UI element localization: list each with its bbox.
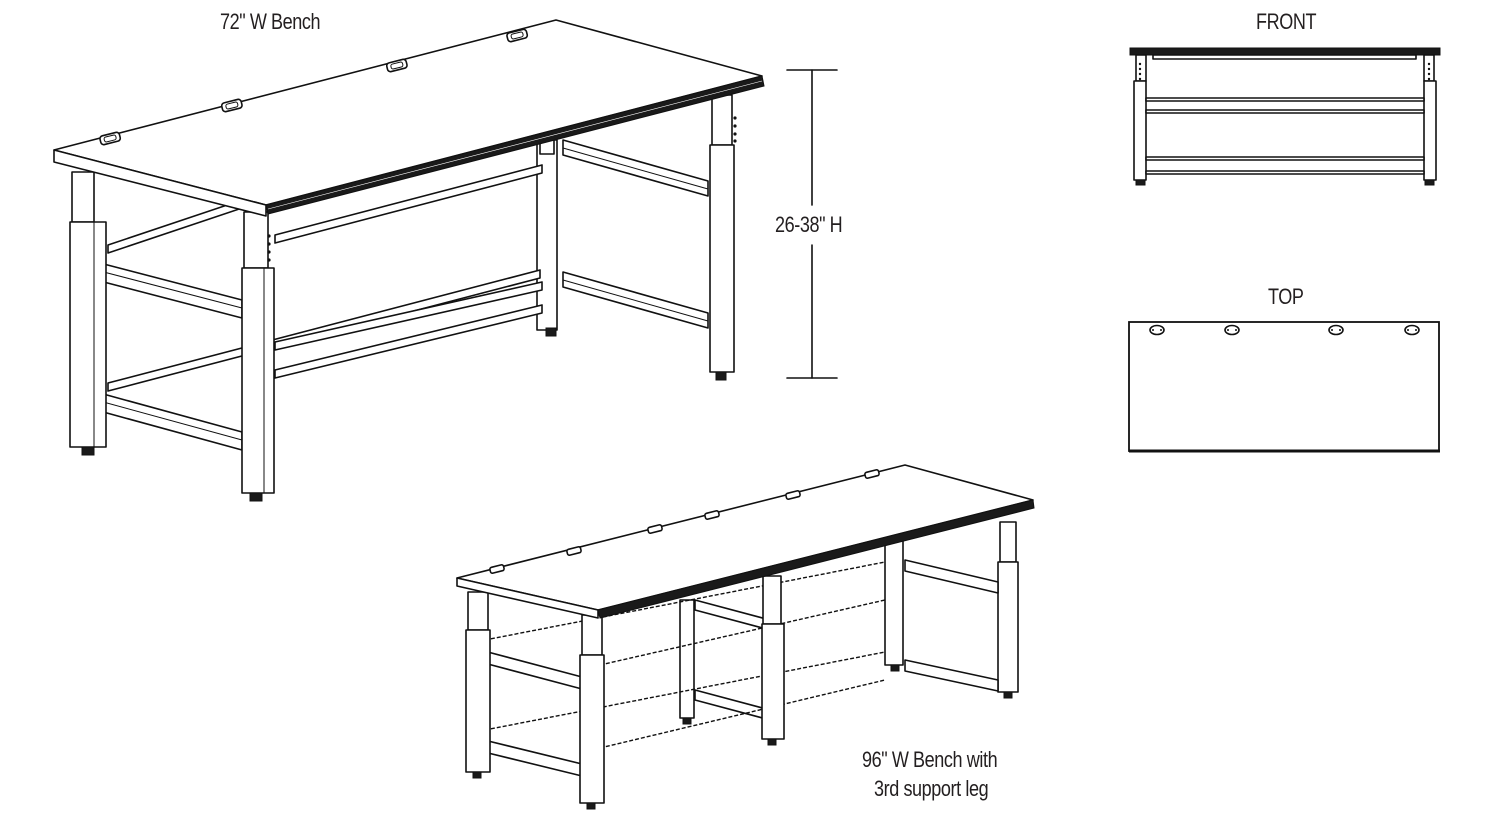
front-view	[1129, 47, 1441, 186]
front-view-label: FRONT	[1256, 9, 1317, 34]
bench-72-top	[53, 19, 765, 217]
front-left-leg	[69, 171, 107, 456]
grommet	[1149, 324, 1165, 336]
grommet	[1328, 324, 1344, 336]
grommet	[506, 28, 529, 43]
grommet	[864, 469, 880, 479]
front-right-leg	[241, 211, 275, 502]
grommet	[1224, 324, 1240, 336]
bench-96-label-line1: 96" W Bench with	[862, 747, 998, 772]
grommet	[704, 510, 720, 520]
grommet	[647, 524, 663, 534]
bench-72-isometric	[53, 19, 765, 502]
grommet	[489, 564, 505, 574]
bench-72-label: 72" W Bench	[220, 9, 321, 34]
height-dimension-line	[786, 69, 838, 379]
top-view-label: TOP	[1268, 284, 1304, 309]
bench-96-top	[456, 464, 1035, 619]
grommet	[385, 58, 408, 73]
grommet	[785, 490, 801, 500]
back-right-leg	[709, 94, 737, 381]
grommet	[220, 98, 243, 113]
grommet	[99, 131, 122, 146]
bench-96-isometric	[456, 464, 1035, 810]
top-view	[1128, 321, 1440, 453]
height-range-label: 26-38" H	[775, 212, 843, 237]
grommet	[566, 546, 582, 556]
bench-96-label-line2: 3rd support leg	[874, 776, 989, 801]
grommet	[1404, 324, 1420, 336]
